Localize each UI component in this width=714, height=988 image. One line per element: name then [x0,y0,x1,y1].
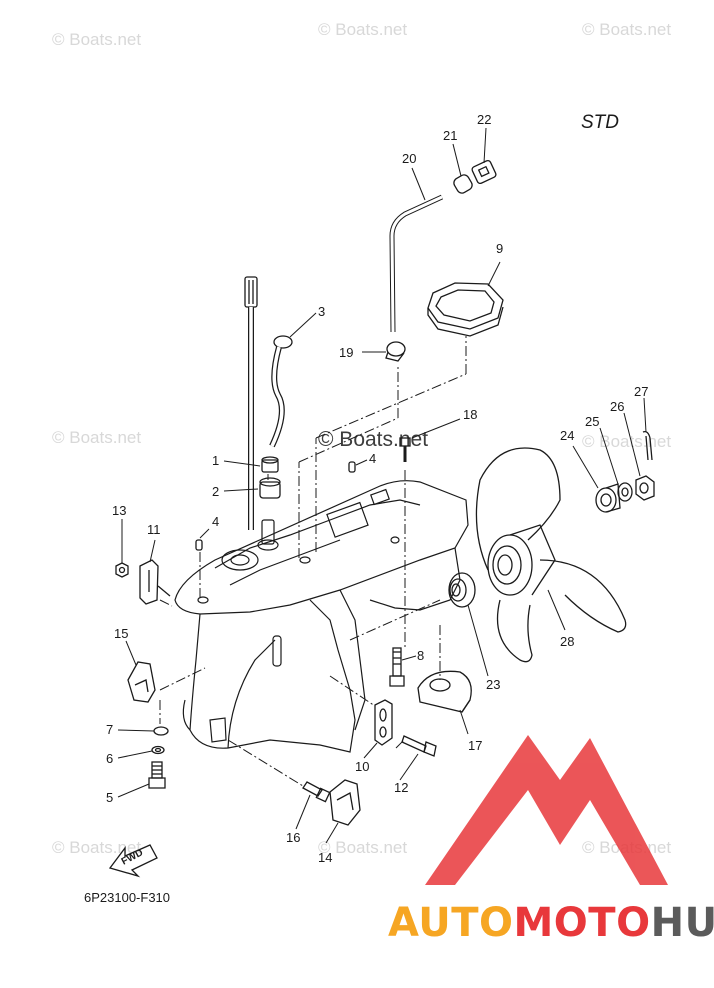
callout-4b: 4 [369,451,377,466]
callout-14: 14 [318,850,333,865]
washer-part-25 [617,482,633,502]
callout-7: 7 [106,722,114,737]
variant-label: STD [581,112,619,133]
callout-8: 8 [417,648,425,663]
logo-wordmark: AUTOMOTOHUB [388,900,714,946]
callout-20: 20 [402,151,417,166]
callout-26: 26 [610,399,625,414]
callout-11: 11 [147,522,161,537]
callout-3: 3 [318,304,326,319]
nut-part-26 [635,475,655,501]
dowel-pin-part-4 [195,539,203,551]
callout-16: 16 [286,830,301,845]
watermark: © Boats.net [582,20,672,39]
anode-part-10 [374,699,393,746]
grommet-part-21 [453,174,473,194]
callout-19: 19 [339,345,354,360]
callout-15: 15 [114,626,129,641]
lower-case-housing [174,480,469,753]
callout-22: 22 [477,112,492,127]
propeller-part-28 [475,447,627,663]
callout-12: 12 [394,780,409,795]
seal-part-1 [261,456,279,473]
thrust-washer-part-23 [448,572,476,608]
bolt-part-8 [389,647,405,687]
fitting-part-19 [385,341,406,362]
callout-25: 25 [585,414,600,429]
bolt-part-5 [148,761,166,789]
washer-part-7 [153,726,169,736]
gasket-part-9 [427,282,504,337]
callout-6: 6 [106,751,114,766]
bolt-part-16 [302,781,331,803]
callout-13: 13 [112,503,127,518]
watermark: © Boats.net [318,838,408,857]
nut-part-13 [115,562,129,578]
trim-tab-part-17 [417,670,472,713]
anode-part-14 [329,779,361,826]
washer-part-6 [151,745,165,755]
callout-17: 17 [468,738,483,753]
water-tube-part-20 [389,194,444,333]
spacer-part-24 [595,483,621,513]
callout-2: 2 [212,484,220,499]
watermark: © Boats.net [52,428,142,447]
seal-part-2 [259,477,281,499]
logo-part-moto: MOTO [513,900,651,946]
callout-18: 18 [463,407,478,422]
anode-part-15 [127,661,156,703]
logo-part-auto: AUTO [388,900,514,946]
bolt-part-12 [401,735,437,757]
clip-part-11 [139,559,171,605]
watermark: © Boats.net [318,20,408,39]
dowel-pin-part-4b [348,461,356,473]
callout-28: 28 [560,634,575,649]
callout-24: 24 [560,428,575,443]
watermark: © Boats.net [52,30,142,49]
cotter-pin-part-27 [642,430,653,461]
bolt-part-18 [399,437,411,462]
watermark: © Boats.net [52,838,142,857]
callout-1: 1 [212,453,220,468]
water-pipe-part-3 [269,335,293,448]
callout-27: 27 [634,384,649,399]
callout-5: 5 [106,790,114,805]
logo-part-hub: HUB [650,900,714,946]
callout-10: 10 [355,759,370,774]
fwd-arrow-icon [108,844,158,878]
callout-9: 9 [496,241,504,256]
callout-4: 4 [212,514,220,529]
clip-part-22 [471,159,497,185]
callout-21: 21 [443,128,458,143]
watermark: © Boats.net [582,432,672,451]
shift-rod [244,276,258,530]
drawing-code: 6P23100-F310 [84,890,171,905]
callout-23: 23 [486,677,501,692]
